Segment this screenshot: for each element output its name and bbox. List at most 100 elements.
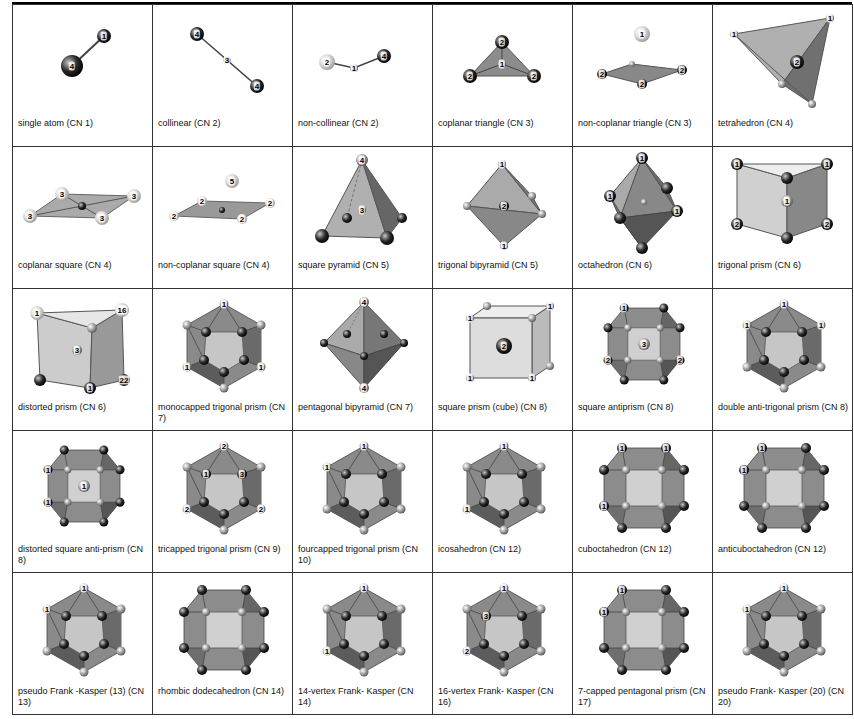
caption: square prism (cube) (CN 8)	[438, 402, 569, 413]
atom-number: 16	[117, 306, 128, 315]
caption: single atom (CN 1)	[18, 118, 149, 129]
atom-number: 1	[741, 466, 747, 475]
caption: collinear (CN 2)	[158, 118, 289, 129]
atom-number: 4	[361, 298, 367, 307]
cell-box: pentagonal bipyramid (CN 7)	[292, 288, 433, 431]
caption: cuboctahedron (CN 12)	[578, 544, 709, 555]
atom-number: 4	[194, 30, 200, 39]
cell-box: 14-vertex Frank- Kasper (CN 14)	[292, 572, 433, 715]
caption: pseudo Frank- Kasper (20) (CN 20)	[718, 686, 849, 708]
cell-box: icosahedron (CN 12)	[432, 430, 573, 573]
atom-number: 2	[171, 212, 177, 221]
atom-number: 1	[501, 584, 507, 593]
caption: distorted prism (CN 6)	[18, 402, 149, 413]
atom-number: 1	[464, 505, 470, 514]
atom-number: 2	[734, 220, 740, 229]
caption: 16-vertex Frank- Kasper (CN 16)	[438, 686, 569, 708]
atom-number: 3	[27, 212, 33, 221]
cell-box: monocapped trigonal prism (CN 7)	[152, 288, 293, 431]
cell-box: 7-capped pentagonal prism (CN 17)	[572, 572, 713, 715]
cell-box: collinear (CN 2)	[152, 4, 293, 147]
atom-number: 1	[601, 502, 607, 511]
cell-box: double anti-trigonal prism (CN 8)	[712, 288, 853, 431]
atom-number: 1	[324, 647, 330, 656]
atom-number: 1	[258, 363, 264, 372]
atom-number: 5	[229, 177, 235, 186]
atom-number: 1	[501, 242, 507, 251]
caption: fourcapped trigonal prism (CN 10)	[298, 544, 429, 566]
caption: square antiprism (CN 8)	[578, 402, 709, 413]
atom-number: 2	[499, 38, 505, 47]
atom-number: 1	[781, 584, 787, 593]
atom-number: 1	[203, 470, 209, 479]
cell-box: rhombic dodecahedron (CN 14)	[152, 572, 293, 715]
atom-number: 1	[759, 444, 765, 453]
atom-number: 1	[45, 466, 51, 475]
cell-box: single atom (CN 1)	[12, 4, 153, 147]
atom-number: 1	[621, 304, 627, 313]
atom-number: 1	[607, 192, 613, 201]
caption: double anti-trigonal prism (CN 8)	[718, 402, 849, 413]
caption: monocapped trigonal prism (CN 7)	[158, 402, 289, 424]
atom-number: 2	[501, 202, 507, 211]
caption: 14-vertex Frank- Kasper (CN 14)	[298, 686, 429, 708]
atom-number: 2	[239, 215, 245, 224]
atom-number: 22	[119, 376, 130, 385]
atom-number: 2	[324, 58, 330, 67]
atom-number: 1	[818, 321, 824, 330]
atom-number: 2	[605, 356, 611, 365]
atom-number: 2	[199, 197, 205, 206]
cell-box: coplanar triangle (CN 3)	[432, 4, 573, 147]
atom-number: 2	[267, 199, 273, 208]
caption: square pyramid (CN 5)	[298, 260, 429, 271]
cell-box: octahedron (CN 6)	[572, 146, 713, 289]
atom-number: 3	[59, 190, 65, 199]
atom-number: 2	[464, 647, 470, 656]
caption: 7-capped pentagonal prism (CN 17)	[578, 686, 709, 708]
atom-number: 1	[221, 300, 227, 309]
atom-number: 1	[87, 384, 93, 393]
atom-number: 1	[744, 605, 750, 614]
atom-number: 2	[467, 72, 473, 81]
atom-number: 2	[639, 80, 645, 89]
caption: trigonal prism (CN 6)	[718, 260, 849, 271]
cell-box: non-coplanar triangle (CN 3)	[572, 4, 713, 147]
cell-box: tricapped trigonal prism (CN 9)	[152, 430, 293, 573]
atom-number: 2	[824, 220, 830, 229]
atom-number: 1	[499, 160, 505, 169]
atom-number: 1	[601, 608, 607, 617]
caption: tetrahedron (CN 4)	[718, 118, 849, 129]
caption: icosahedron (CN 12)	[438, 544, 569, 555]
atom-number: 1	[744, 321, 750, 330]
atom-number: 2	[221, 442, 227, 451]
atom-number: 1	[674, 207, 680, 216]
atom-number: 2	[184, 505, 190, 514]
atom-number: 2	[599, 70, 605, 79]
atom-number: 1	[467, 314, 473, 323]
atom-number: 1	[101, 32, 107, 41]
atom-number: 1	[663, 444, 669, 453]
atom-number: 1	[784, 197, 790, 206]
cell-box: 16-vertex Frank- Kasper (CN 16)	[432, 572, 573, 715]
caption: octahedron (CN 6)	[578, 260, 709, 271]
atom-number: 1	[44, 605, 50, 614]
atom-number: 3	[239, 470, 245, 479]
atom-number: 2	[677, 356, 683, 365]
cell-box: coplanar square (CN 4)	[12, 146, 153, 289]
caption: distorted square anti-prism (CN 8)	[18, 544, 149, 566]
cell-box: non-collinear (CN 2)	[292, 4, 433, 147]
cell-box: distorted square anti-prism (CN 8)	[12, 430, 153, 573]
cell-box: fourcapped trigonal prism (CN 10)	[292, 430, 433, 573]
atom-number: 1	[619, 444, 625, 453]
atom-number: 4	[361, 384, 367, 393]
atom-number: 2	[501, 342, 507, 351]
atom-number: 2	[258, 505, 264, 514]
atom-number: 1	[734, 160, 740, 169]
atom-number: 3	[99, 214, 105, 223]
atom-number: 1	[731, 30, 737, 39]
atom-number: 4	[69, 62, 75, 71]
caption: tricapped trigonal prism (CN 9)	[158, 544, 289, 555]
atom-number: 1	[45, 498, 51, 507]
atom-number: 1	[547, 302, 553, 311]
